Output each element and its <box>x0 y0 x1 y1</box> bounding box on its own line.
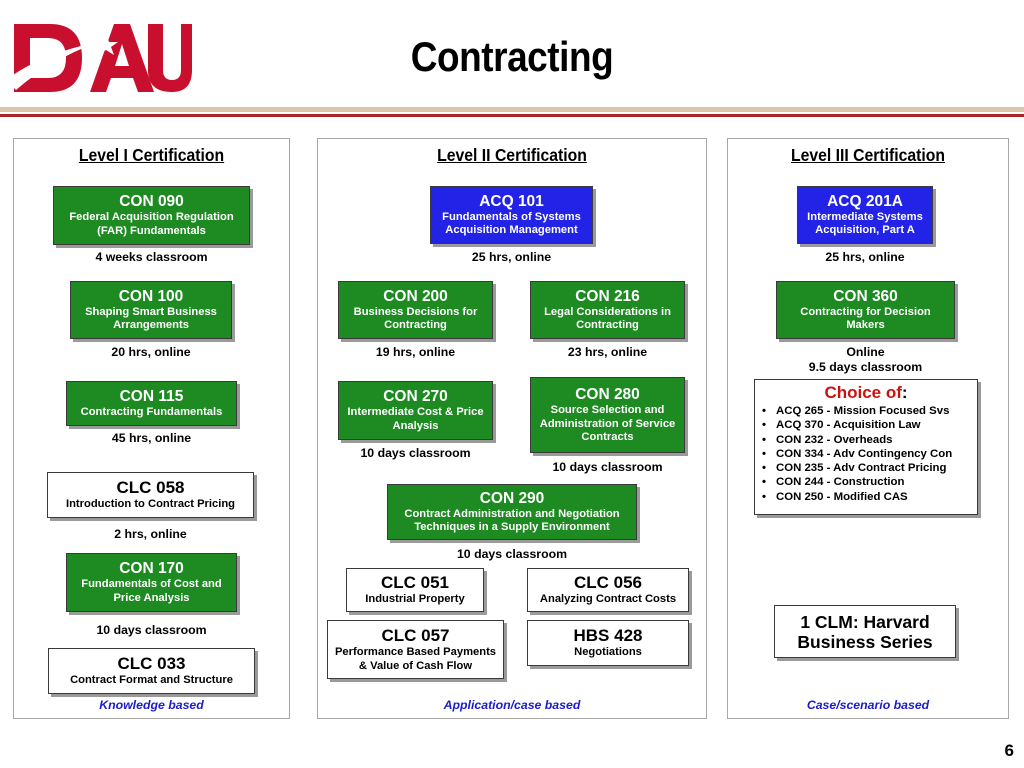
list-item: •CON 232 - Overheads <box>762 433 893 446</box>
course-note: 10 days classroom <box>96 623 207 637</box>
course-note: 25 hrs, online <box>825 250 905 264</box>
course-con-360: CON 360 Contracting for Decision Makers <box>776 281 955 339</box>
course-note: Online 9.5 days classroom <box>808 345 923 374</box>
list-item: •CON 250 - Modified CAS <box>762 490 908 503</box>
list-item: •CON 235 - Adv Contract Pricing <box>762 462 947 475</box>
choice-list: •ACQ 265 - Mission Focused Svs •ACQ 370 … <box>762 404 977 504</box>
course-con-115: CON 115 Contracting Fundamentals <box>66 381 237 426</box>
course-note: 20 hrs, online <box>111 345 191 359</box>
course-con-270: CON 270 Intermediate Cost & Price Analys… <box>338 381 493 440</box>
course-con-290: CON 290 Contract Administration and Nego… <box>387 484 637 540</box>
course-con-100: CON 100 Shaping Smart Business Arrangeme… <box>70 281 232 339</box>
page-title: Contracting <box>410 33 614 80</box>
course-note: 25 hrs, online <box>471 250 552 264</box>
page-number: 6 <box>1004 741 1014 760</box>
course-clc-057: CLC 057 Performance Based Payments & Val… <box>327 620 504 679</box>
course-con-216: CON 216 Legal Considerations in Contract… <box>530 281 685 339</box>
course-acq-201a: ACQ 201A Intermediate Systems Acquisitio… <box>797 186 933 244</box>
choice-of-box: Choice of: •ACQ 265 - Mission Focused Sv… <box>754 379 978 515</box>
level1-footer: Knowledge based <box>99 698 204 712</box>
level3-title: Level III Certification <box>790 145 946 165</box>
course-note: 45 hrs, online <box>111 431 192 445</box>
course-clc-051: CLC 051 Industrial Property <box>346 568 484 612</box>
course-acq-101: ACQ 101 Fundamentals of Systems Acquisit… <box>430 186 593 244</box>
course-con-280: CON 280 Source Selection and Administrat… <box>530 377 685 453</box>
course-note: 10 days classroom <box>456 547 568 561</box>
level3-footer: Case/scenario based <box>806 698 930 712</box>
course-clc-056: CLC 056 Analyzing Contract Costs <box>527 568 689 612</box>
level2-footer: Application/case based <box>443 698 581 712</box>
course-note: 10 days classroom <box>360 446 471 460</box>
course-note: 2 hrs, online <box>114 527 187 541</box>
dau-logo <box>10 24 192 92</box>
course-con-200: CON 200 Business Decisions for Contracti… <box>338 281 493 339</box>
course-clc-033: CLC 033 Contract Format and Structure <box>48 648 255 694</box>
course-note: 4 weeks classroom <box>95 250 208 264</box>
clm-harvard-box: 1 CLM: Harvard Business Series <box>774 605 956 658</box>
list-item: •CON 334 - Adv Contingency Con <box>762 447 953 460</box>
choice-title: Choice of: <box>824 383 908 402</box>
course-note: 19 hrs, online <box>375 345 456 359</box>
list-item: •ACQ 265 - Mission Focused Svs <box>762 405 950 417</box>
list-item: •CON 244 - Construction <box>762 476 905 489</box>
course-con-170: CON 170 Fundamentals of Cost and Price A… <box>66 553 237 612</box>
course-clc-058: CLC 058 Introduction to Contract Pricing <box>47 472 254 518</box>
course-hbs-428: HBS 428 Negotiations <box>527 620 689 666</box>
header-rule-red <box>0 114 1024 117</box>
level1-title: Level I Certification <box>78 145 225 165</box>
course-note: 10 days classroom <box>552 460 663 474</box>
course-note: 23 hrs, online <box>567 345 648 359</box>
course-con-090: CON 090 Federal Acquisition Regulation (… <box>53 186 250 245</box>
list-item: •ACQ 370 - Acquisition Law <box>762 419 921 432</box>
header-rule-tan <box>0 107 1024 112</box>
level2-title: Level II Certification <box>437 145 587 165</box>
